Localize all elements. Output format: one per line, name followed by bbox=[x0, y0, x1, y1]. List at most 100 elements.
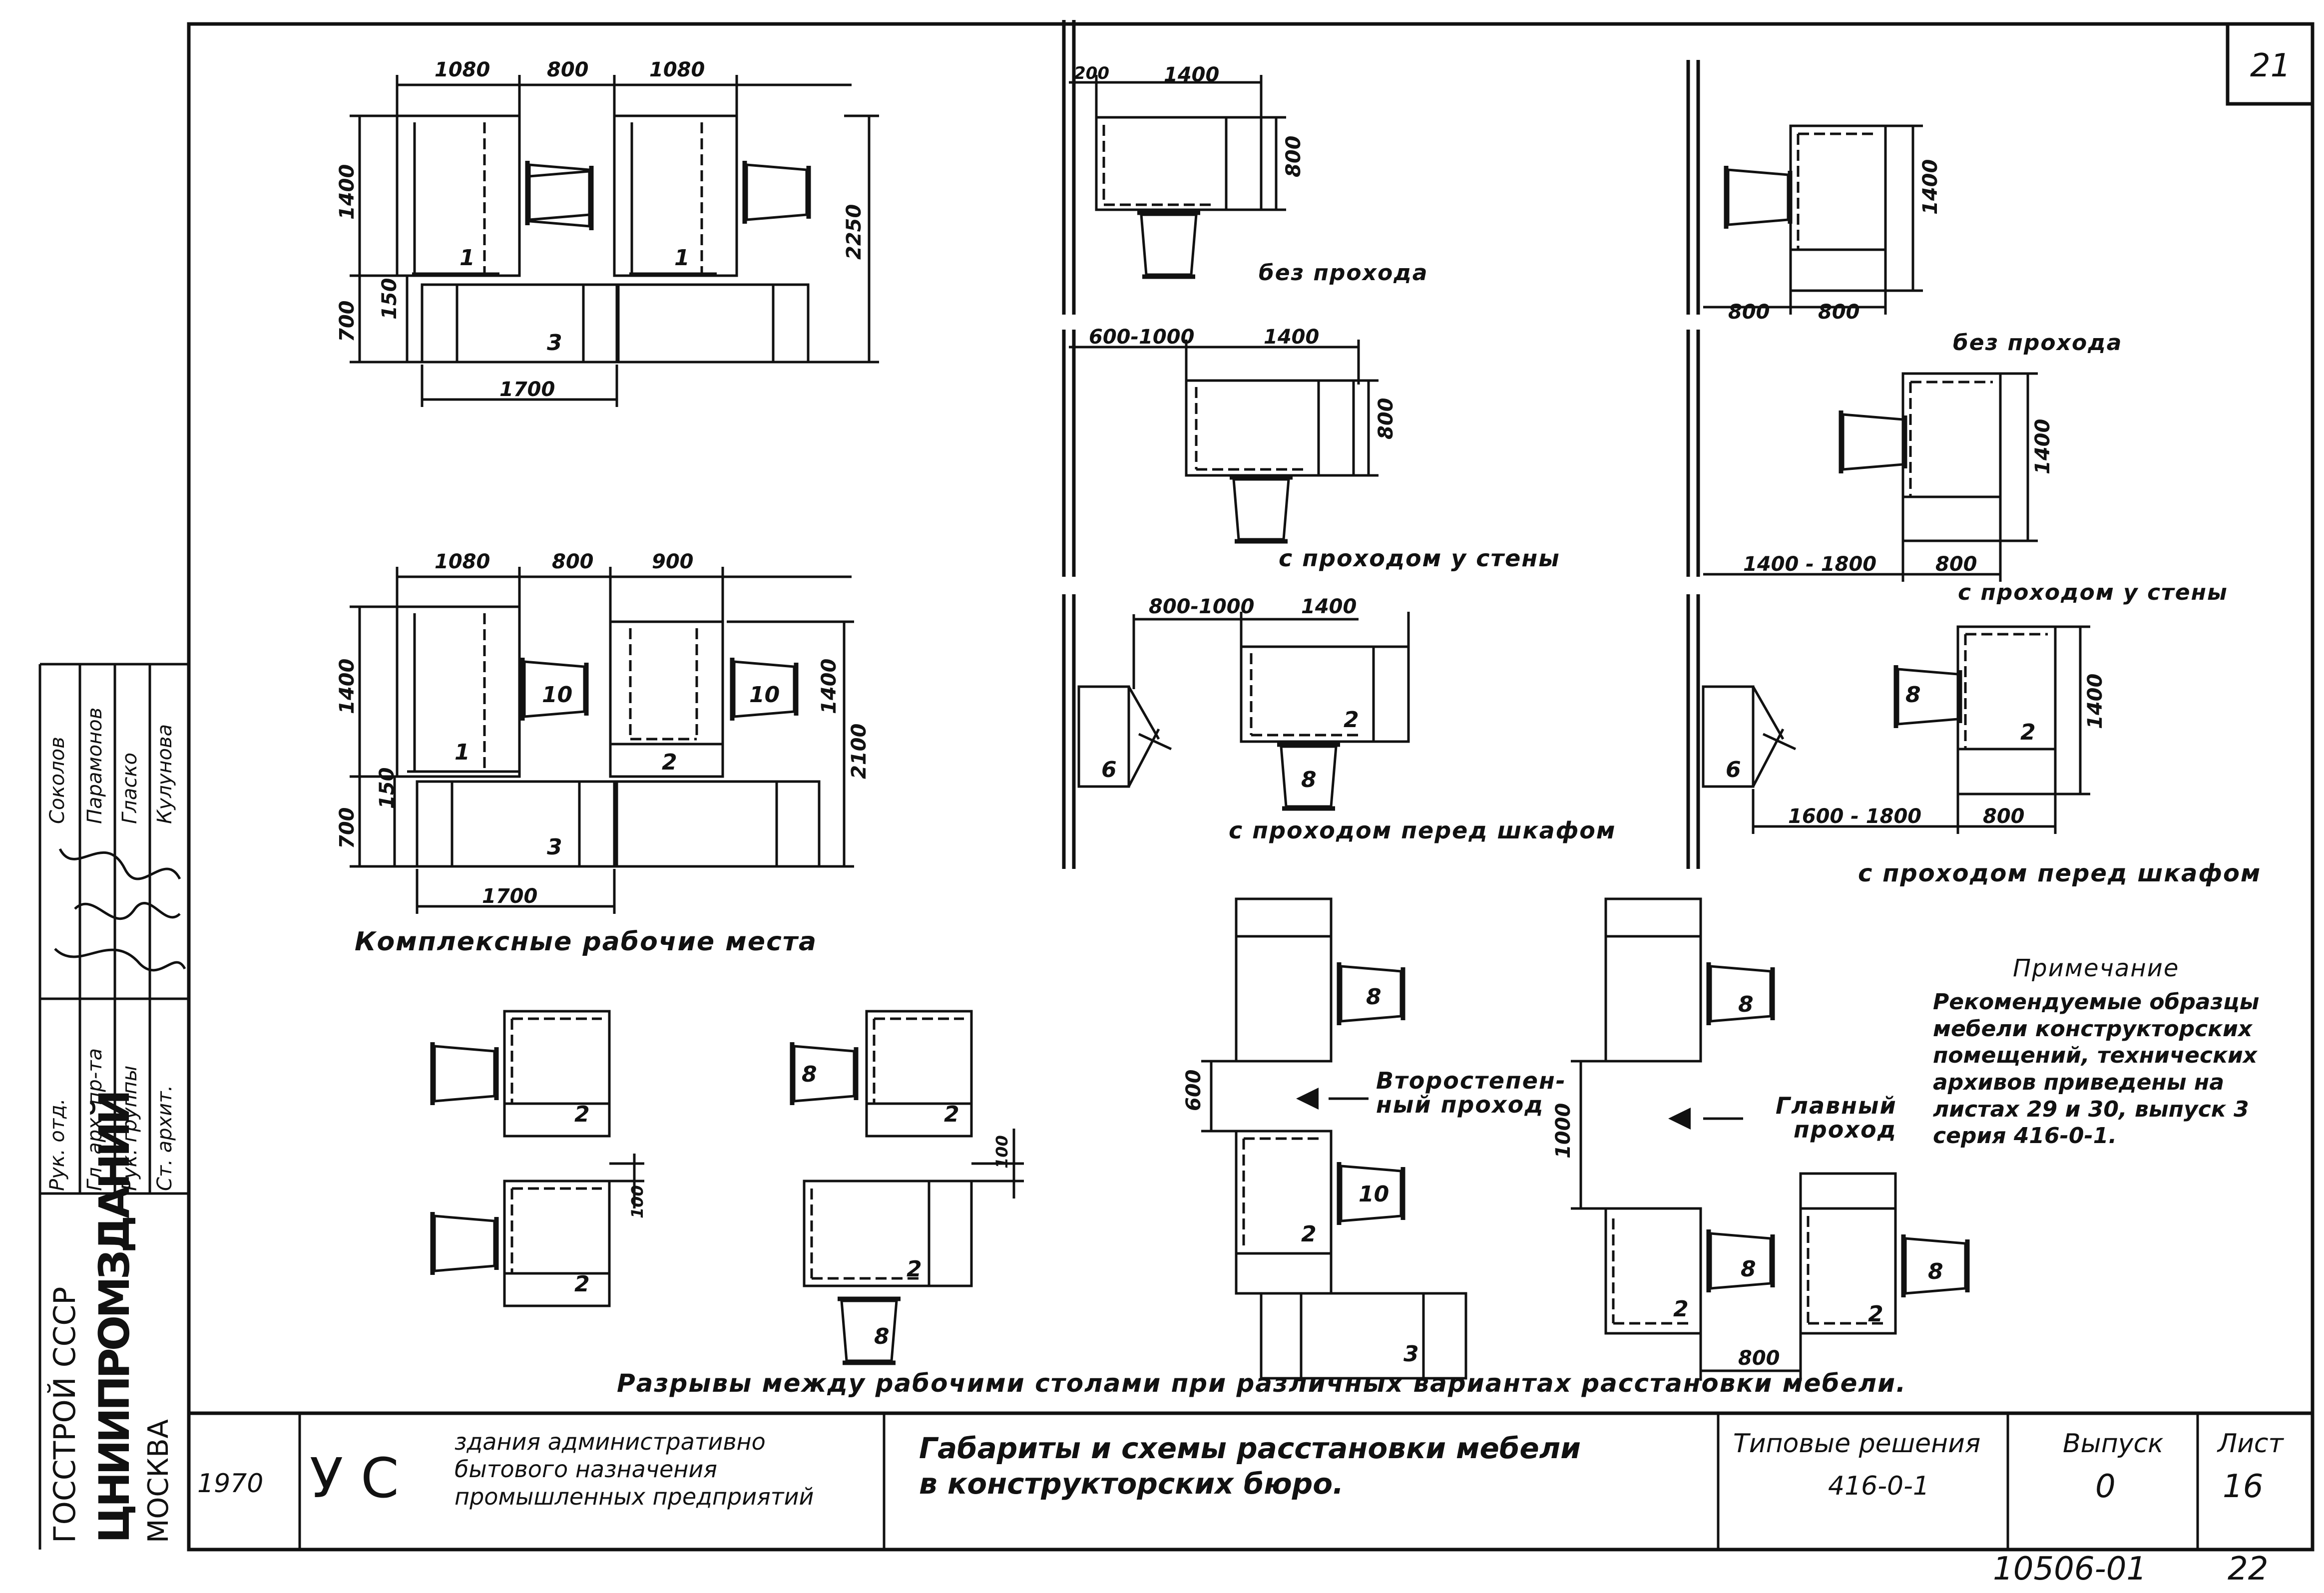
label-cabinet-6-a: 6 bbox=[1101, 757, 1117, 783]
dim-2100: 2100 bbox=[848, 723, 871, 779]
title-sheet-value: 16 bbox=[2223, 1468, 2264, 1505]
dim-1400-d: 1400 bbox=[1164, 63, 1220, 86]
label-desk-2-h: 2 bbox=[1301, 1221, 1317, 1247]
title-issue-label: Выпуск bbox=[2063, 1429, 2164, 1459]
stamp-name-4: Кулунова bbox=[153, 724, 176, 824]
label-desk-2-j: 2 bbox=[1868, 1301, 1883, 1327]
title-issue-value: 0 bbox=[2095, 1468, 2116, 1505]
caption-no-passage-b: без прохода bbox=[1953, 330, 2123, 356]
dim-800-b: 800 bbox=[552, 550, 594, 573]
label-desk-2-c: 2 bbox=[2020, 720, 2036, 745]
stamp-name-2: Парамонов bbox=[83, 707, 106, 824]
dim-1080-c: 1080 bbox=[435, 550, 490, 573]
dim-100-b: 100 bbox=[992, 1135, 1011, 1169]
bottom-page: 22 bbox=[2228, 1551, 2269, 1588]
dim-800-c: 800 bbox=[1282, 135, 1305, 178]
label-desk-2-i: 2 bbox=[1673, 1296, 1689, 1322]
dim-800-f: 800 bbox=[1818, 301, 1860, 324]
stamp-role-1: Рук. отд. bbox=[46, 1098, 69, 1191]
label-cabinet-3-b: 3 bbox=[547, 834, 562, 860]
org-name-3: МОСКВА bbox=[142, 1419, 175, 1543]
label-chair-8-d: 8 bbox=[874, 1324, 890, 1349]
dim-1400-1800: 1400 - 1800 bbox=[1743, 553, 1877, 576]
dim-900: 900 bbox=[652, 550, 694, 573]
title-series-label: Типовые решения bbox=[1733, 1429, 1981, 1459]
dim-800-e: 800 bbox=[1728, 301, 1770, 324]
caption-passage-before-cabinet-b: с проходом перед шкафом bbox=[1858, 859, 2262, 887]
dim-1080-a: 1080 bbox=[435, 58, 490, 81]
caption-passage-at-wall-b: с проходом у стены bbox=[1958, 580, 2228, 605]
label-desk-1-c: 1 bbox=[455, 740, 470, 765]
dim-1400-a: 1400 bbox=[336, 164, 359, 220]
label-chair-10-b: 10 bbox=[749, 682, 780, 708]
dim-1400-b: 1400 bbox=[336, 658, 359, 714]
dim-700-a: 700 bbox=[336, 300, 359, 343]
dim-1400-c: 1400 bbox=[818, 658, 841, 714]
caption-secondary-passage: Второстепен- ный проход bbox=[1376, 1067, 1566, 1119]
title-subject: здания административно бытового назначен… bbox=[455, 1428, 814, 1511]
label-chair-8-h: 8 bbox=[1928, 1259, 1943, 1284]
label-cabinet-3-c: 3 bbox=[1403, 1341, 1419, 1367]
label-chair-8-a: 8 bbox=[1301, 767, 1317, 793]
label-chair-8-f: 8 bbox=[1738, 992, 1754, 1017]
dim-1400-h: 1400 bbox=[2031, 418, 2054, 474]
bottom-code: 10506-01 bbox=[1993, 1551, 2147, 1588]
dim-600-1000: 600-1000 bbox=[1089, 326, 1195, 349]
note-title: Примечание bbox=[2013, 954, 2180, 982]
stamp-role-4: Ст. архит. bbox=[153, 1085, 176, 1191]
label-chair-10-a: 10 bbox=[542, 682, 573, 708]
sheet-corner-number: 21 bbox=[2250, 47, 2291, 84]
dim-800-h: 800 bbox=[1983, 805, 2025, 828]
dim-800-1000: 800-1000 bbox=[1149, 595, 1255, 618]
caption-gaps: Разрывы между рабочими столами при разли… bbox=[617, 1369, 1907, 1398]
dim-700-b: 700 bbox=[336, 807, 359, 849]
label-desk-1-a: 1 bbox=[460, 245, 475, 271]
label-desk-2-e: 2 bbox=[574, 1271, 590, 1297]
label-desk-1-b: 1 bbox=[674, 245, 690, 271]
title-sheet-label: Лист bbox=[2218, 1429, 2284, 1459]
label-chair-8-c: 8 bbox=[802, 1062, 817, 1087]
caption-passage-at-wall-a: с проходом у стены bbox=[1279, 545, 1560, 572]
title-year: 1970 bbox=[197, 1469, 264, 1499]
label-cabinet-3-a: 3 bbox=[547, 330, 562, 356]
dim-1400-g: 1400 bbox=[1919, 159, 1942, 215]
dim-1600-1800: 1600 - 1800 bbox=[1788, 805, 1922, 828]
dim-100-a: 100 bbox=[628, 1185, 647, 1218]
label-chair-10-c: 10 bbox=[1359, 1182, 1390, 1207]
label-desk-2-g: 2 bbox=[907, 1256, 922, 1282]
dim-800-d: 800 bbox=[1375, 398, 1397, 440]
dim-1080-b: 1080 bbox=[649, 58, 705, 81]
label-desk-2-d: 2 bbox=[574, 1102, 590, 1127]
dim-150-a: 150 bbox=[378, 278, 401, 320]
label-chair-8-g: 8 bbox=[1741, 1256, 1756, 1282]
dim-1400-e: 1400 bbox=[1264, 326, 1320, 349]
dim-800-i: 800 bbox=[1738, 1347, 1780, 1370]
dim-800-g: 800 bbox=[1935, 553, 1977, 576]
caption-passage-before-cabinet-a: с проходом перед шкафом bbox=[1229, 817, 1616, 844]
dim-2250: 2250 bbox=[843, 204, 866, 260]
label-cabinet-6-b: 6 bbox=[1726, 757, 1741, 783]
title-series-value: 416-0-1 bbox=[1828, 1471, 1929, 1501]
dim-1400-i: 1400 bbox=[2084, 673, 2107, 729]
label-desk-2-f: 2 bbox=[944, 1102, 959, 1127]
caption-complex-workplaces: Комплексные рабочие места bbox=[355, 927, 818, 957]
title-letters: У С bbox=[310, 1446, 399, 1510]
org-name-1: ГОССТРОЙ СССР bbox=[47, 1286, 82, 1544]
dim-200: 200 bbox=[1074, 63, 1109, 83]
dim-1700-b: 1700 bbox=[482, 885, 538, 908]
title-main: Габариты и схемы расстановки мебели в ко… bbox=[919, 1431, 1581, 1501]
dim-1400-f: 1400 bbox=[1301, 595, 1357, 618]
dim-150-b: 150 bbox=[376, 767, 399, 809]
label-chair-8-b: 8 bbox=[1905, 682, 1921, 708]
org-name-2: ЦНИИПРОМЗДАНИЙ bbox=[90, 1092, 139, 1543]
dim-1700-a: 1700 bbox=[499, 378, 555, 401]
label-chair-8-e: 8 bbox=[1366, 984, 1382, 1010]
dim-800-a: 800 bbox=[547, 58, 589, 81]
stamp-name-3: Гласко bbox=[118, 753, 141, 824]
note-body: Рекомендуемые образцы мебели конструктор… bbox=[1933, 989, 2260, 1149]
caption-main-passage: Главный проход bbox=[1776, 1092, 1897, 1144]
label-desk-2-a: 2 bbox=[662, 750, 677, 775]
stamp-name-1: Соколов bbox=[46, 737, 69, 824]
